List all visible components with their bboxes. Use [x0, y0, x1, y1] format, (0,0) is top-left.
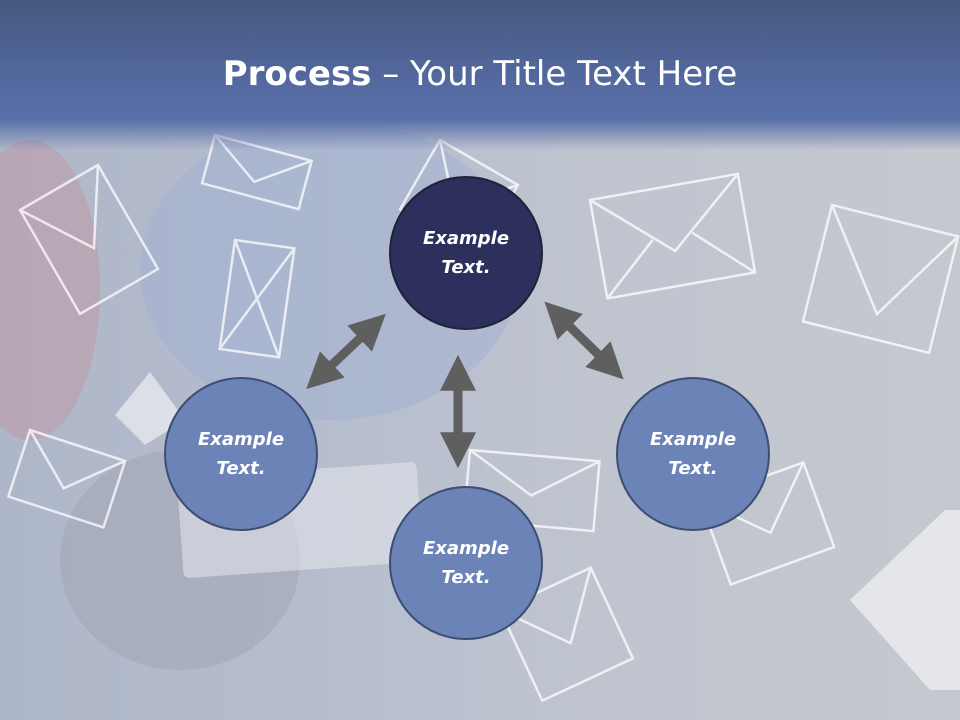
node-line-1: Example	[649, 429, 737, 450]
slide-title: Process – Your Title Text Here	[0, 50, 960, 98]
node-label: Example Text.	[406, 224, 526, 282]
node-line-1: Example	[197, 429, 285, 450]
title-rest-part: – Your Title Text Here	[371, 54, 738, 94]
double-arrow-icon	[544, 301, 624, 380]
node-label: Example Text.	[406, 534, 526, 592]
node-line-2: Text.	[441, 567, 491, 588]
process-node-top: Example Text.	[389, 176, 543, 330]
process-node-right: Example Text.	[616, 377, 770, 531]
double-arrow-icon	[306, 313, 386, 390]
node-line-1: Example	[422, 228, 510, 249]
title-bold-part: Process	[222, 54, 372, 94]
title-band	[0, 0, 960, 150]
node-line-2: Text.	[668, 458, 718, 479]
node-line-1: Example	[422, 538, 510, 559]
process-node-bottom: Example Text.	[389, 486, 543, 640]
process-node-left: Example Text.	[164, 377, 318, 531]
node-label: Example Text.	[181, 425, 301, 483]
node-label: Example Text.	[633, 425, 753, 483]
node-line-2: Text.	[216, 458, 266, 479]
node-line-2: Text.	[441, 257, 491, 278]
